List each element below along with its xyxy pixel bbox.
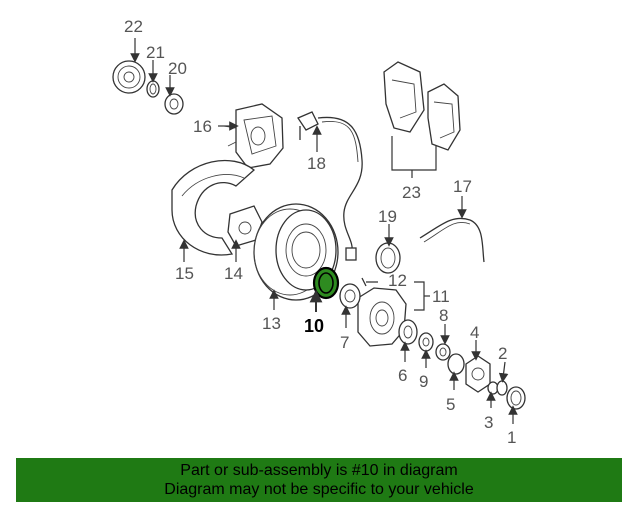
callout-7: 7 [340, 333, 349, 352]
part-10-oil-seal-highlighted[interactable]: 10 [304, 266, 340, 336]
part-19-seal[interactable]: 19 [375, 207, 401, 274]
part-15-dust-shield[interactable]: 15 [171, 159, 256, 283]
callout-8: 8 [439, 306, 448, 325]
callout-11: 11 [432, 287, 450, 306]
callout-10: 10 [304, 316, 324, 336]
part-9-washer[interactable]: 9 [418, 332, 434, 391]
part-1-dust-cap[interactable]: 1 [506, 386, 526, 447]
part-5-gasket[interactable]: 5 [446, 353, 465, 414]
part-17-brake-line[interactable]: 17 [419, 177, 485, 263]
part-18-hose-bracket[interactable]: 18 [297, 111, 326, 173]
part-12-wheel-stud[interactable]: 12 [361, 271, 407, 290]
banner-line-2: Diagram may not be specific to your vehi… [164, 481, 474, 498]
brake-hose-line [317, 116, 363, 261]
callout-2: 2 [498, 344, 507, 363]
callout-14: 14 [224, 264, 243, 283]
callout-5: 5 [446, 395, 455, 414]
callout-15: 15 [175, 264, 194, 283]
part-11-wheel-hub[interactable]: 11 [357, 281, 450, 347]
part-4-locking-hub[interactable]: 4 [465, 323, 491, 393]
callout-21: 21 [146, 43, 165, 62]
info-banner: Part or sub-assembly is #10 in diagram D… [16, 458, 622, 502]
callout-22: 22 [124, 17, 143, 36]
callout-17: 17 [453, 177, 472, 196]
callout-13: 13 [262, 314, 281, 333]
callout-6: 6 [398, 366, 407, 385]
part-2-washer[interactable]: 2 [496, 344, 509, 396]
callout-1: 1 [507, 428, 516, 447]
part-16-brake-caliper[interactable]: 16 [193, 103, 284, 169]
part-8-lock-nut[interactable]: 8 [435, 306, 451, 361]
part-7-bearing[interactable]: 7 [339, 283, 361, 352]
callout-3: 3 [484, 413, 493, 432]
callout-23: 23 [402, 183, 421, 202]
callout-18: 18 [307, 154, 326, 173]
part-23-brake-pads[interactable]: 23 [383, 61, 461, 202]
callout-9: 9 [419, 372, 428, 391]
callout-20: 20 [168, 59, 187, 78]
part-21-snap-ring[interactable]: 21 [146, 43, 165, 98]
part-20-washer[interactable]: 20 [164, 59, 187, 115]
callout-16: 16 [193, 117, 212, 136]
banner-line-1: Part or sub-assembly is #10 in diagram [180, 462, 458, 479]
callout-19: 19 [378, 207, 397, 226]
callout-4: 4 [470, 323, 479, 342]
part-3-snap-ring[interactable]: 3 [484, 381, 499, 432]
callout-12: 12 [388, 271, 407, 290]
part-22-hub-cap[interactable]: 22 [112, 17, 146, 94]
part-6-outer-bearing[interactable]: 6 [398, 319, 418, 385]
